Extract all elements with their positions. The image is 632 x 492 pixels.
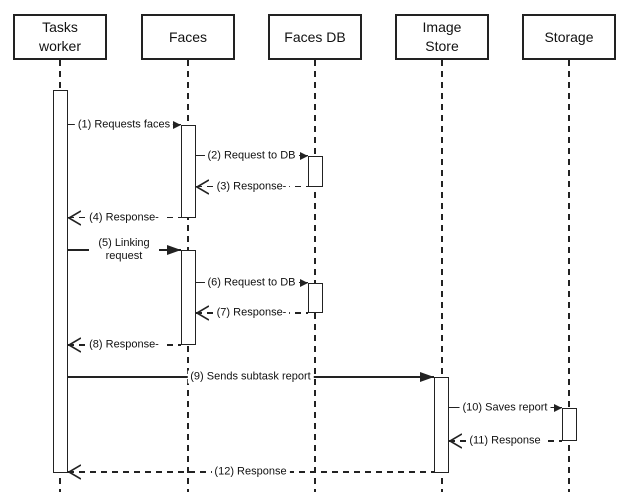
message-label: (5) Linking request bbox=[89, 237, 159, 263]
lifeline-storage bbox=[568, 60, 570, 492]
actor-box-storage: Storage bbox=[522, 14, 616, 60]
message-label: (7) Response- bbox=[213, 306, 290, 320]
activation-bar-image-store bbox=[433, 377, 449, 473]
arrowhead-right-icon bbox=[553, 403, 562, 412]
message-label: (2) Request to DB bbox=[204, 149, 299, 162]
message-label: (3) Response- bbox=[213, 180, 290, 193]
message-label: (4) Response- bbox=[86, 211, 162, 224]
message-label: (6) Request to DB bbox=[204, 276, 299, 289]
open-arrowhead-left-icon bbox=[67, 209, 81, 226]
message-label: (11) Response bbox=[466, 434, 544, 448]
actor-name: Tasks worker bbox=[38, 19, 81, 54]
message-label: (1) Requests faces bbox=[74, 118, 174, 131]
activation-bar-faces-db-1 bbox=[307, 156, 323, 187]
arrowhead-right-icon bbox=[299, 151, 308, 160]
actor-box-faces-db: Faces DB bbox=[268, 14, 362, 60]
actor-name: Storage bbox=[544, 28, 594, 45]
open-arrowhead-left-icon bbox=[195, 178, 209, 195]
filled-arrowhead-right-icon bbox=[166, 245, 181, 255]
actor-box-image-store: Image Store bbox=[395, 14, 489, 60]
open-arrowhead-left-icon bbox=[448, 433, 462, 449]
lifeline-faces-db bbox=[314, 60, 316, 492]
open-arrowhead-left-icon bbox=[195, 305, 209, 321]
open-arrowhead-left-icon bbox=[67, 337, 81, 353]
lifeline-image-store bbox=[441, 60, 443, 492]
actor-box-faces: Faces bbox=[141, 14, 235, 60]
activation-bar-tasks-worker bbox=[52, 90, 68, 473]
activation-bar-storage bbox=[561, 408, 577, 441]
message-label: (10) Saves report bbox=[459, 401, 551, 414]
activation-bar-faces-2 bbox=[180, 250, 196, 345]
open-arrowhead-left-icon bbox=[67, 464, 81, 480]
filled-arrowhead-right-icon bbox=[419, 372, 434, 382]
message-label: (9) Sends subtask report bbox=[187, 370, 314, 384]
activation-bar-faces-db-2 bbox=[307, 283, 323, 313]
arrowhead-right-icon bbox=[172, 120, 181, 129]
activation-bar-faces-1 bbox=[180, 125, 196, 218]
actor-name: Faces DB bbox=[284, 28, 346, 45]
message-label: (8) Response- bbox=[86, 338, 162, 352]
actor-name: Faces bbox=[168, 28, 208, 45]
message-label: (12) Response bbox=[211, 465, 290, 479]
actor-name: Image Store bbox=[422, 19, 462, 54]
arrowhead-right-icon bbox=[299, 278, 308, 287]
actor-box-tasks-worker: Tasks worker bbox=[13, 14, 107, 60]
